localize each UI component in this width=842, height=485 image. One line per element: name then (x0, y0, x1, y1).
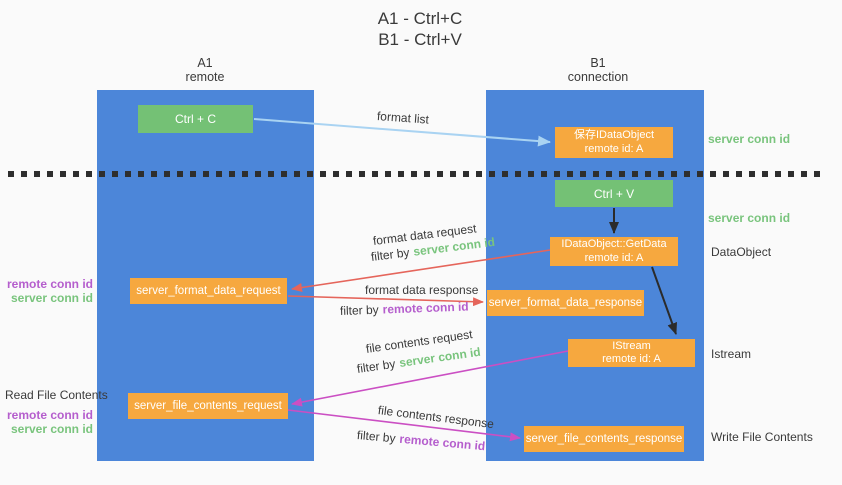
istream-label: Istream (711, 347, 752, 361)
session-divider-dotted-line (8, 171, 822, 177)
server-conn-id-label-mid: server conn id (708, 211, 791, 225)
server-format-data-response-box: server_format_data_response (487, 290, 644, 316)
write-file-contents-label: Write File Contents (711, 430, 813, 444)
format-data-response-arrow (287, 295, 484, 307)
istream-remote-id: remote id: A (602, 353, 661, 365)
read-file-contents-label: Read File Contents (5, 388, 108, 402)
server-conn-id-label-file: server conn id (10, 422, 93, 436)
istream-title: IStream (612, 339, 651, 352)
server-conn-id-label-top: server conn id (708, 132, 791, 146)
save-dataobject-box: 保存IDataObject remote id: A (555, 127, 673, 158)
format-data-response-label: format data response (365, 283, 479, 297)
column-header-a1: A1 remote (155, 56, 255, 84)
getdata-title: IDataObject::GetData (561, 238, 667, 250)
column-a1-role: remote (185, 70, 225, 84)
format-list-arrow (253, 118, 551, 147)
getdata-to-istream-arrow (651, 266, 677, 335)
file-contents-response-arrow (287, 409, 521, 442)
istream-box: IStream remote id: A (568, 339, 695, 367)
server-file-contents-request-box: server_file_contents_request (128, 393, 288, 419)
remote-conn-id-label-file: remote conn id (6, 408, 93, 422)
file-conn-id-stack: remote conn id server conn id (0, 408, 93, 436)
column-b1-name: B1 (590, 56, 606, 70)
remote-conn-id-label-format: remote conn id (6, 277, 93, 291)
remote-conn-id-highlight: remote conn id (382, 299, 469, 317)
getdata-remote-id: remote id: A (584, 251, 644, 264)
file-contents-request-arrow (291, 350, 569, 407)
column-header-b1: B1 connection (548, 56, 648, 84)
ctrl-c-box: Ctrl + C (138, 105, 253, 133)
server-format-data-request-box: server_format_data_request (130, 278, 287, 304)
ctrl-v-box: Ctrl + V (555, 180, 673, 207)
save-dataobject-title: 保存IDataObject (573, 129, 655, 141)
format-data-request-arrow (291, 249, 551, 292)
idataobject-getdata-box: IDataObject::GetData remote id: A (550, 237, 678, 266)
column-b1-role: connection (567, 70, 629, 84)
save-dataobject-remote-id: remote id: A (584, 142, 644, 155)
title-line-ctrl-v: B1 - Ctrl+V (378, 30, 462, 49)
diagram-title: A1 - Ctrl+C B1 - Ctrl+V (310, 8, 530, 50)
server-conn-id-label-format: server conn id (10, 291, 93, 305)
title-line-ctrl-c: A1 - Ctrl+C (377, 9, 463, 28)
filter-by-prefix: filter by (339, 302, 379, 318)
format-conn-id-stack: remote conn id server conn id (0, 277, 93, 305)
dataobject-label: DataObject (711, 245, 772, 259)
column-a1-name: A1 (197, 56, 213, 70)
server-file-contents-response-box: server_file_contents_response (524, 426, 684, 452)
